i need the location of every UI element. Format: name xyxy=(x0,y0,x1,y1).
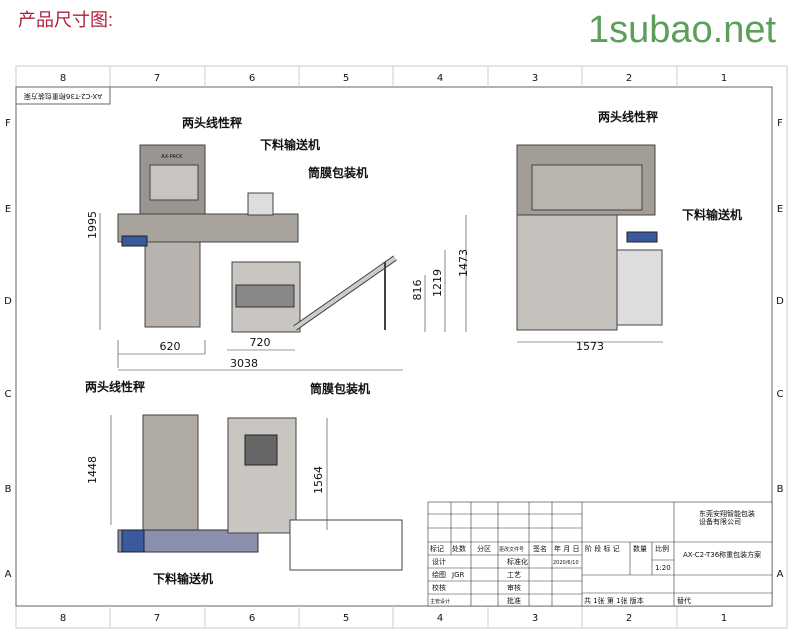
tb-drafting: 绘图 xyxy=(432,570,446,579)
tb-process: 工艺 xyxy=(507,571,521,579)
label-conveyor-top: 下料输送机 xyxy=(153,571,213,586)
dim-1564: 1564 xyxy=(312,466,325,494)
scale-value: 1:20 xyxy=(655,564,671,572)
label-conveyor-front: 下料输送机 xyxy=(260,137,320,152)
weigher-stand xyxy=(144,241,201,328)
tb-standardize: 标准化 xyxy=(507,557,528,566)
row-letter: B xyxy=(777,484,784,495)
conveyor-motor xyxy=(121,235,148,247)
top-view xyxy=(110,414,403,571)
dim-620: 620 xyxy=(160,340,181,353)
dim-1573: 1573 xyxy=(576,340,604,353)
row-letter: E xyxy=(777,204,783,215)
top-weigher xyxy=(142,414,199,541)
row-letter: B xyxy=(5,484,12,495)
col-num: 6 xyxy=(249,613,255,624)
qty-header: 数量 xyxy=(633,544,647,553)
col-num: 4 xyxy=(437,613,443,624)
col-num: 4 xyxy=(437,73,443,84)
row-letter: D xyxy=(4,296,12,307)
tb-sheets: 共 1张 第 1张 版本 xyxy=(584,596,644,605)
label-weigher-side: 两头线性秤 xyxy=(598,109,658,124)
col-num: 3 xyxy=(532,73,538,84)
tb-drafter: JGR xyxy=(451,571,464,579)
label-packer-front: 筒膜包装机 xyxy=(308,165,368,180)
grid-dividers xyxy=(109,66,678,628)
col-num: 5 xyxy=(343,73,349,84)
row-letter: E xyxy=(5,204,11,215)
code-box xyxy=(15,86,111,105)
side-stand xyxy=(516,214,618,331)
tb-design: 设计 xyxy=(432,557,446,566)
label-weigher-front: 两头线性秤 xyxy=(182,115,242,130)
tb-header: 更改文件号 xyxy=(499,546,524,553)
company-line1: 东莞安翔智能包装 xyxy=(699,509,755,518)
front-dim-lines xyxy=(99,213,467,371)
watermark: 1subao.net xyxy=(588,9,777,51)
col-num: 7 xyxy=(154,73,160,84)
tb-approve: 批准 xyxy=(507,596,521,605)
tb-header: 年 月 日 xyxy=(554,544,579,553)
tb-review: 审核 xyxy=(507,583,521,592)
label-packer-top: 筒膜包装机 xyxy=(310,381,370,396)
brand-logo: AX-PACK xyxy=(161,154,183,160)
col-num: 8 xyxy=(60,73,66,84)
dim-3038: 3038 xyxy=(230,357,258,370)
col-num: 2 xyxy=(626,73,632,84)
tb-chief-design: 主管设计 xyxy=(430,598,450,605)
dim-720: 720 xyxy=(250,336,271,349)
dim-816: 816 xyxy=(411,280,424,301)
stage-header: 阶 段 标 记 xyxy=(585,544,620,553)
front-table xyxy=(117,213,299,243)
side-view xyxy=(516,144,663,343)
dim-1995: 1995 xyxy=(86,211,99,239)
row-letter: A xyxy=(777,569,784,580)
tb-header: 签名 xyxy=(533,544,547,553)
row-letter: C xyxy=(5,389,12,400)
row-letter: A xyxy=(5,569,12,580)
col-num: 1 xyxy=(721,613,727,624)
tb-header: 分区 xyxy=(477,544,491,553)
tb-replace: 替代 xyxy=(677,596,691,605)
tb-date: 2020/6/10 xyxy=(553,560,579,566)
dim-1473: 1473 xyxy=(457,249,470,277)
drawing-name: AX-C2-T36称重包装方案 xyxy=(683,550,761,559)
tb-check: 校核 xyxy=(432,583,446,592)
col-num: 3 xyxy=(532,613,538,624)
front-view: AX-PACK xyxy=(117,144,397,333)
col-num: 8 xyxy=(60,613,66,624)
drawing-border xyxy=(15,86,773,607)
tb-header: 标记 xyxy=(430,544,444,553)
company-line2: 设备有限公司 xyxy=(699,517,741,526)
dim-1219: 1219 xyxy=(431,269,444,297)
col-num: 7 xyxy=(154,613,160,624)
row-letter: F xyxy=(777,118,783,129)
scale-header: 比例 xyxy=(655,544,669,553)
title-block xyxy=(427,501,773,607)
row-letter: D xyxy=(776,296,784,307)
page-heading: 产品尺寸图: xyxy=(18,10,114,30)
tb-header: 处数 xyxy=(452,544,466,553)
label-weigher-top: 两头线性秤 xyxy=(85,379,145,394)
col-num: 6 xyxy=(249,73,255,84)
col-num: 5 xyxy=(343,613,349,624)
dim-1448: 1448 xyxy=(86,456,99,484)
col-num: 1 xyxy=(721,73,727,84)
label-conveyor-side: 下料输送机 xyxy=(682,207,742,222)
row-letter: F xyxy=(5,118,11,129)
row-letter: C xyxy=(777,389,784,400)
rotated-drawing-code: AX-C2-T36称重包装方案 xyxy=(24,92,102,101)
col-num: 2 xyxy=(626,613,632,624)
